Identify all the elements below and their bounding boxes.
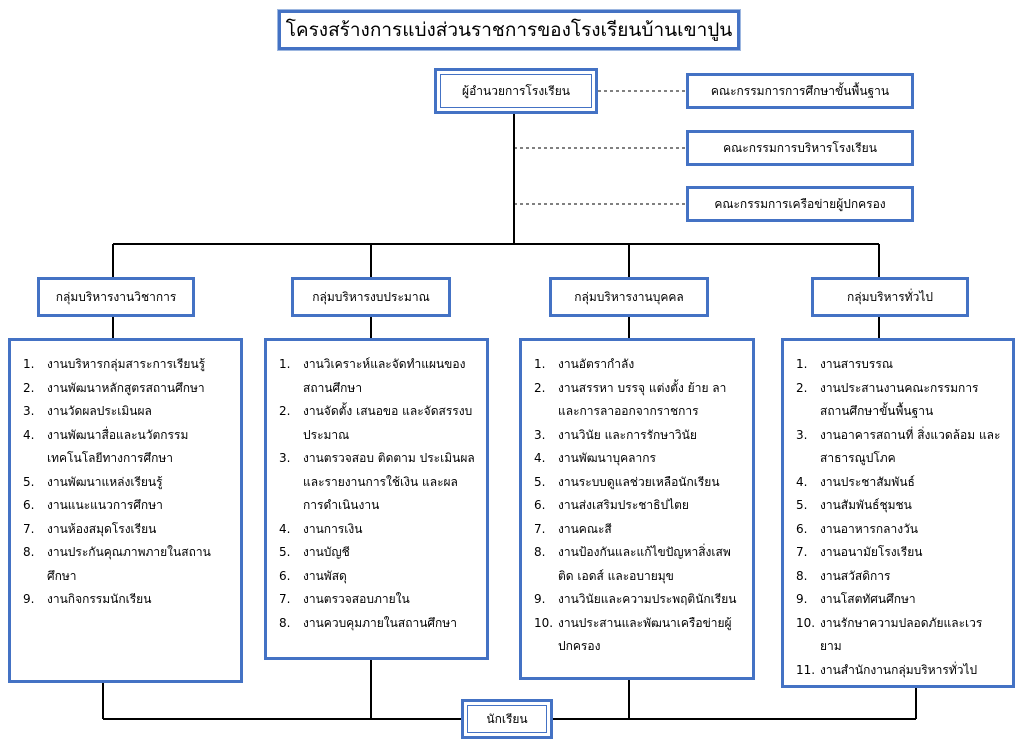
list-item: 8.งานป้องกันและแก้ไขปัญหาสิ่งเสพติด เอดส… [534, 545, 731, 583]
list-item: 3.งานวัดผลประเมินผล [23, 404, 152, 418]
list-item: 9.งานโสตทัศนศึกษา [796, 592, 916, 606]
task-list: 1.งานอัตรากำลัง 2.งานสรรหา บรรจุ แต่งตั้… [534, 353, 742, 659]
list-item: 3.งานตรวจสอบ ติดตาม ประเมินผล และรายงานก… [279, 451, 475, 512]
list-item: 9.งานกิจกรรมนักเรียน [23, 592, 152, 606]
list-item: 10.งานประสานและพัฒนาเครือข่ายผู้ปกครอง [534, 615, 732, 654]
task-box-general: 1.งานสารบรรณ 2.งานประสานงานคณะกรรมการสถา… [781, 338, 1015, 688]
list-item: 9.งานวินัยและความประพฤตินักเรียน [534, 592, 737, 606]
list-item: 5.งานพัฒนาแหล่งเรียนรู้ [23, 474, 163, 489]
list-item: 6.งานแนะแนวการศึกษา [23, 498, 163, 512]
list-item: 10.งานรักษาความปลอดภัยและเวรยาม [796, 615, 983, 654]
committee-basic-education: คณะกรรมการการศึกษาขั้นพื้นฐาน [686, 73, 914, 109]
list-item: 6.งานพัสดุ [279, 568, 347, 583]
task-box-personnel: 1.งานอัตรากำลัง 2.งานสรรหา บรรจุ แต่งตั้… [519, 338, 755, 680]
list-item: 4.งานพัฒนาสื่อและนวัตกรรมเทคโนโลยีทางการ… [23, 427, 189, 466]
chart-title: โครงสร้างการแบ่งส่วนราชการของโรงเรียนบ้า… [277, 9, 741, 51]
list-item: 8.งานสวัสดิการ [796, 568, 891, 583]
list-item: 11.งานสำนักงานกลุ่มบริหารทั่วไป [796, 662, 978, 677]
committee-label: คณะกรรมการเครือข่ายผู้ปกครอง [714, 196, 886, 211]
task-list: 1.งานบริหารกลุ่มสาระการเรียนรู้ 2.งานพัฒ… [23, 353, 230, 612]
students-box: นักเรียน [461, 699, 553, 739]
task-list: 1.งานสารบรรณ 2.งานประสานงานคณะกรรมการสถา… [796, 353, 1002, 682]
students-label: นักเรียน [486, 711, 528, 726]
group-name: กลุ่มบริหารงบประมาณ [312, 289, 430, 304]
list-item: 3.งานอาคารสถานที่ สิ่งแวดล้อม และสาธารณู… [796, 427, 1001, 466]
group-name: กลุ่มบริหารงานวิชาการ [55, 289, 177, 304]
list-item: 7.งานห้องสมุดโรงเรียน [23, 521, 157, 536]
task-list: 1.งานวิเคราะห์และจัดทำแผนของสถานศึกษา 2.… [279, 353, 476, 635]
committee-school-admin: คณะกรรมการบริหารโรงเรียน [686, 130, 914, 166]
list-item: 4.งานการเงิน [279, 521, 363, 536]
list-item: 1.งานบริหารกลุ่มสาระการเรียนรู้ [23, 357, 206, 371]
list-item: 5.งานบัญชี [279, 545, 350, 559]
group-head-academic: กลุ่มบริหารงานวิชาการ [37, 277, 195, 317]
list-item: 1.งานวิเคราะห์และจัดทำแผนของสถานศึกษา [279, 357, 466, 395]
list-item: 7.งานตรวจสอบภายใน [279, 592, 410, 606]
committee-parent-network: คณะกรรมการเครือข่ายผู้ปกครอง [686, 186, 914, 222]
list-item: 8.งานประกันคุณภาพภายในสถานศึกษา [23, 545, 211, 583]
list-item: 4.งานประชาสัมพันธ์ [796, 474, 915, 489]
list-item: 5.งานระบบดูแลช่วยเหลือนักเรียน [534, 474, 720, 489]
chart-title-text: โครงสร้างการแบ่งส่วนราชการของโรงเรียนบ้า… [285, 19, 733, 41]
group-name: กลุ่มบริหารงานบุคคล [574, 289, 684, 304]
director-box: ผู้อำนวยการโรงเรียน [434, 68, 598, 114]
list-item: 2.งานประสานงานคณะกรรมการสถานศึกษาขั้นพื้… [796, 380, 979, 419]
list-item: 2.งานจัดตั้ง เสนอขอ และจัดสรรงบประมาณ [279, 404, 473, 442]
group-head-personnel: กลุ่มบริหารงานบุคคล [549, 277, 709, 317]
list-item: 3.งานวินัย และการรักษาวินัย [534, 427, 697, 442]
list-item: 2.งานพัฒนาหลักสูตรสถานศึกษา [23, 380, 205, 395]
group-head-budget: กลุ่มบริหารงบประมาณ [291, 277, 451, 317]
task-box-budget: 1.งานวิเคราะห์และจัดทำแผนของสถานศึกษา 2.… [264, 338, 489, 660]
list-item: 7.งานคณะสี [534, 521, 612, 536]
list-item: 2.งานสรรหา บรรจุ แต่งตั้ง ย้าย ลา และการ… [534, 380, 727, 419]
list-item: 6.งานอาหารกลางวัน [796, 521, 918, 536]
task-box-academic: 1.งานบริหารกลุ่มสาระการเรียนรู้ 2.งานพัฒ… [8, 338, 243, 683]
group-head-general: กลุ่มบริหารทั่วไป [811, 277, 969, 317]
director-label: ผู้อำนวยการโรงเรียน [462, 83, 570, 98]
committee-label: คณะกรรมการบริหารโรงเรียน [723, 140, 877, 155]
committee-label: คณะกรรมการการศึกษาขั้นพื้นฐาน [710, 83, 890, 98]
group-name: กลุ่มบริหารทั่วไป [847, 289, 933, 304]
list-item: 6.งานส่งเสริมประชาธิปไตย [534, 498, 689, 512]
list-item: 1.งานอัตรากำลัง [534, 357, 635, 371]
list-item: 7.งานอนามัยโรงเรียน [796, 545, 923, 559]
list-item: 1.งานสารบรรณ [796, 357, 893, 371]
list-item: 5.งานสัมพันธ์ชุมชน [796, 498, 912, 512]
list-item: 8.งานควบคุมภายในสถานศึกษา [279, 615, 457, 630]
list-item: 4.งานพัฒนาบุคลากร [534, 451, 656, 465]
